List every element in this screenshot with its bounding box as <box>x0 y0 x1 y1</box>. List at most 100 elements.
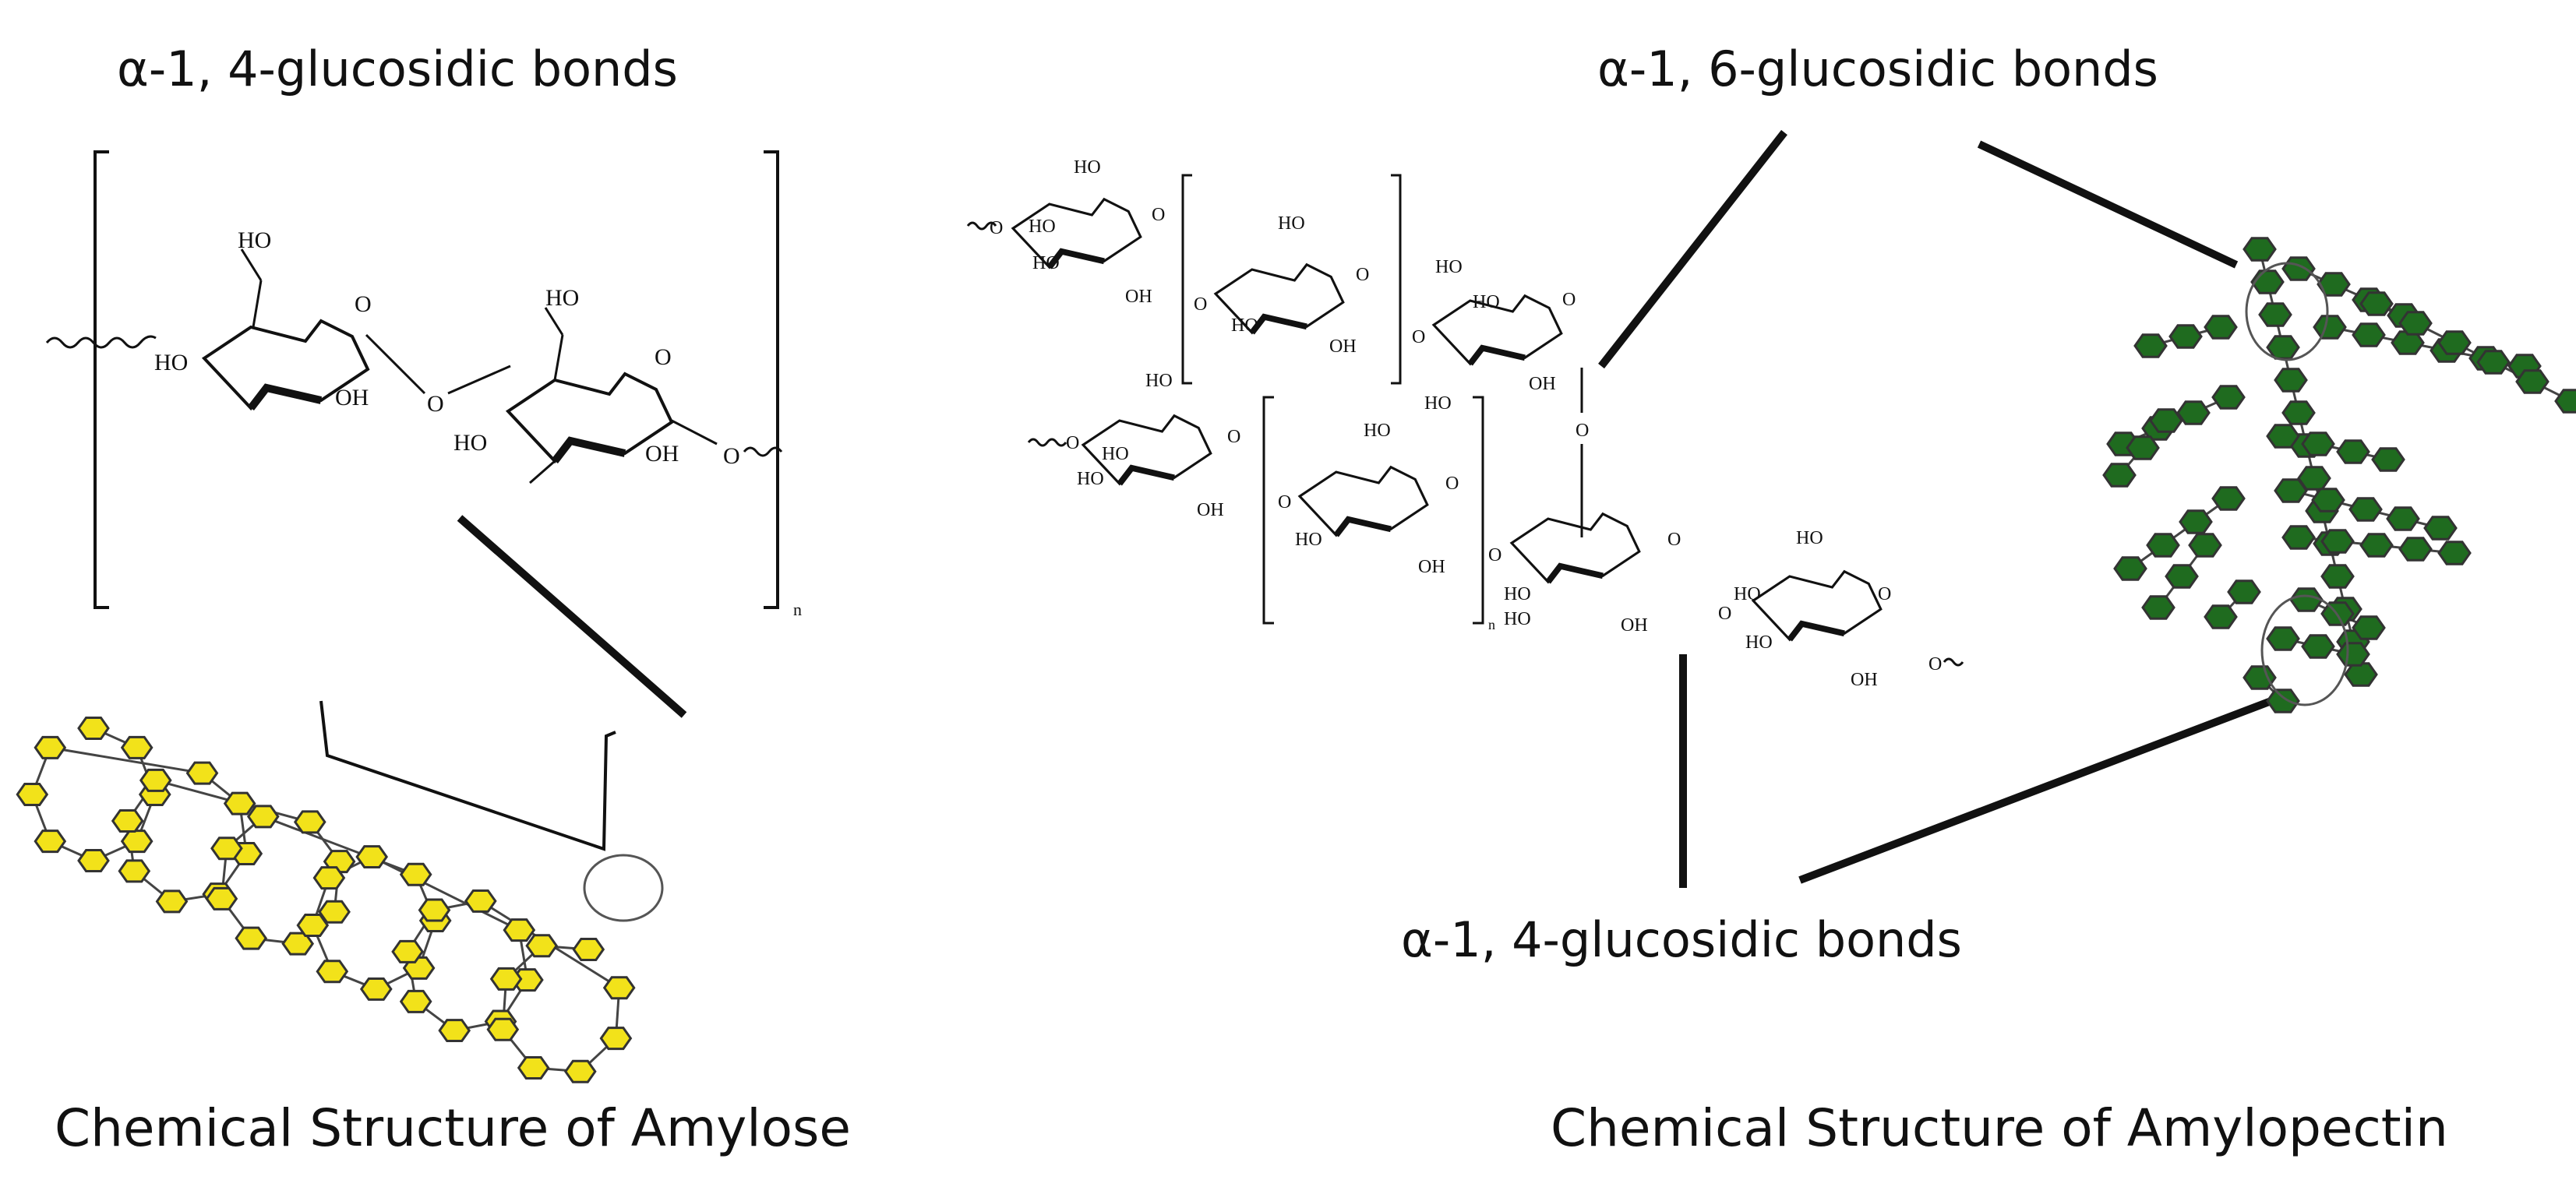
amylopectin-hexagon-unit <box>2243 665 2277 690</box>
amylopectin-hexagon-unit <box>2320 529 2355 554</box>
svg-text:OH: OH <box>1125 287 1152 307</box>
amylopectin-hexagon-unit <box>2476 350 2511 375</box>
amylose-hexagon-unit <box>185 761 219 785</box>
amylose-hexagon-unit <box>599 1027 633 1051</box>
amylose-n: n <box>793 600 802 619</box>
amylopectin-hexagon-unit <box>2179 509 2213 534</box>
amylose-hexagon-unit <box>602 976 636 1000</box>
amylose-hexagon-unit <box>155 889 189 914</box>
amylopectin-hexagon-unit <box>2398 311 2433 336</box>
amylose-hexagon-unit <box>34 735 67 759</box>
svg-text:HO: HO <box>1745 632 1773 653</box>
svg-text:O: O <box>1667 530 1681 550</box>
svg-text:HO: HO <box>238 227 271 253</box>
svg-text:OH: OH <box>335 385 369 410</box>
svg-text:HO: HO <box>1032 253 1060 273</box>
amylose-hexagon-unit <box>235 926 268 950</box>
linear-pointer-line-2 <box>1798 693 2283 884</box>
amylopectin-hexagon-unit <box>2149 408 2183 433</box>
svg-text:O: O <box>1576 421 1589 441</box>
svg-text:O: O <box>1227 427 1240 447</box>
svg-text:HO: HO <box>1504 609 1531 629</box>
amylopectin-hexagon-unit <box>2133 333 2168 358</box>
amylopectin-hexagon-unit <box>2188 533 2222 558</box>
svg-text:HO: HO <box>1029 217 1056 237</box>
amylopectin-hexagon-unit <box>2359 533 2394 558</box>
svg-text:HO: HO <box>1278 213 1305 234</box>
wavy-bond-right <box>743 446 783 457</box>
svg-text:O: O <box>1152 205 1165 225</box>
amylose-hexagon-unit <box>246 805 280 829</box>
amylopectin-title: Chemical Structure of Amylopectin <box>1551 1098 2448 1158</box>
svg-text:OH: OH <box>1851 670 1878 690</box>
amylopectin-hexagon-unit <box>2243 237 2277 262</box>
amylopectin-hexagon-unit <box>2336 439 2370 464</box>
svg-text:OH: OH <box>1329 336 1357 357</box>
svg-text:HO: HO <box>1435 257 1463 277</box>
amylose-structure: n HO O HO OH O HO O HO OH O <box>45 150 802 619</box>
amylopectin-hexagon-unit <box>2352 322 2386 347</box>
amylopectin-hexagon-unit <box>2227 579 2261 604</box>
amylopectin-hexagon-unit <box>2102 463 2137 488</box>
bracket-right <box>764 150 779 609</box>
glucose-ring-7 <box>1300 467 1427 535</box>
amylopectin-hexagon-unit <box>2352 615 2386 640</box>
svg-text:OH: OH <box>1197 500 1224 520</box>
amylopectin-hexagon-unit <box>2113 556 2147 581</box>
glucose-ring-8 <box>1512 514 1639 582</box>
svg-text:O: O <box>1066 433 1079 453</box>
amylopectin-linear-circle <box>2260 594 2349 706</box>
amylose-hexagon-unit <box>503 918 536 942</box>
glucose-ring-9 <box>1753 572 1881 639</box>
svg-text:HO: HO <box>1424 393 1452 414</box>
amylopectin-hexagon-unit <box>2146 533 2180 558</box>
svg-text:O: O <box>1445 474 1459 494</box>
amylopectin-hexagon-unit <box>2313 315 2347 340</box>
amylose-hexagon-unit <box>111 809 144 833</box>
svg-text:n: n <box>1488 617 1495 632</box>
branch-pointer-line-1 <box>1598 129 1787 369</box>
svg-text:HO: HO <box>1077 469 1104 489</box>
amylopectin-hexagon-unit <box>2320 564 2355 589</box>
wavy-bond-left <box>45 335 157 349</box>
amylose-hexagon-unit <box>296 914 330 937</box>
amylopectin-hexagon-unit <box>2274 478 2308 503</box>
svg-text:O: O <box>427 391 444 417</box>
amylopectin-hexagon-unit <box>2258 302 2292 327</box>
amylopectin-hexagon-unit <box>2126 435 2160 460</box>
glycosidic-link <box>50 746 203 775</box>
amylose-hexagon-unit <box>210 837 243 861</box>
svg-text:OH: OH <box>1418 557 1445 577</box>
bracket-left <box>94 150 109 609</box>
amylopectin-linear-bond-label: α-1, 4-glucosidic bonds <box>1401 911 1962 968</box>
amylose-hexagon-unit <box>399 862 432 886</box>
amylose-hexagon-unit <box>118 859 151 883</box>
amylopectin-hexagon-unit <box>2301 431 2335 456</box>
amylopectin-branch-bond-label: α-1, 6-glucosidic bonds <box>1597 41 2158 97</box>
amylose-hexagon-unit <box>517 1056 550 1080</box>
svg-text:O: O <box>355 291 372 317</box>
amylose-hexagon-unit <box>464 889 497 913</box>
amylopectin-hexagon-unit <box>2266 626 2300 651</box>
svg-text:HO: HO <box>1102 444 1129 464</box>
amylose-hexagon-unit <box>34 829 67 854</box>
amylopectin-hexagon-unit <box>2281 525 2316 550</box>
amylose-hexagon-unit <box>293 810 326 834</box>
amylopectin-hexagon-unit <box>2266 424 2300 449</box>
amylopectin-hexagon-unit <box>2386 506 2420 531</box>
svg-text:OH: OH <box>645 441 679 467</box>
amylopectin-hexagon-unit <box>2398 537 2433 562</box>
amylose-hexagon-unit <box>77 717 110 740</box>
amylopectin-hexagon-unit <box>2266 689 2300 713</box>
amylose-hexagon-unit <box>438 1019 471 1042</box>
amylopectin-hexagon-unit <box>2266 335 2300 360</box>
amylose-hexagon-unit <box>489 967 523 991</box>
amylose-callout-line <box>319 700 616 851</box>
svg-text:HO: HO <box>1364 421 1391 441</box>
amylose-hexagon-unit <box>391 939 424 963</box>
amylose-hexagon-unit <box>563 1059 597 1083</box>
amylose-hexagon-unit <box>139 768 172 792</box>
svg-text:O: O <box>1488 545 1501 565</box>
amylopectin-hexagon-unit <box>2289 587 2324 612</box>
